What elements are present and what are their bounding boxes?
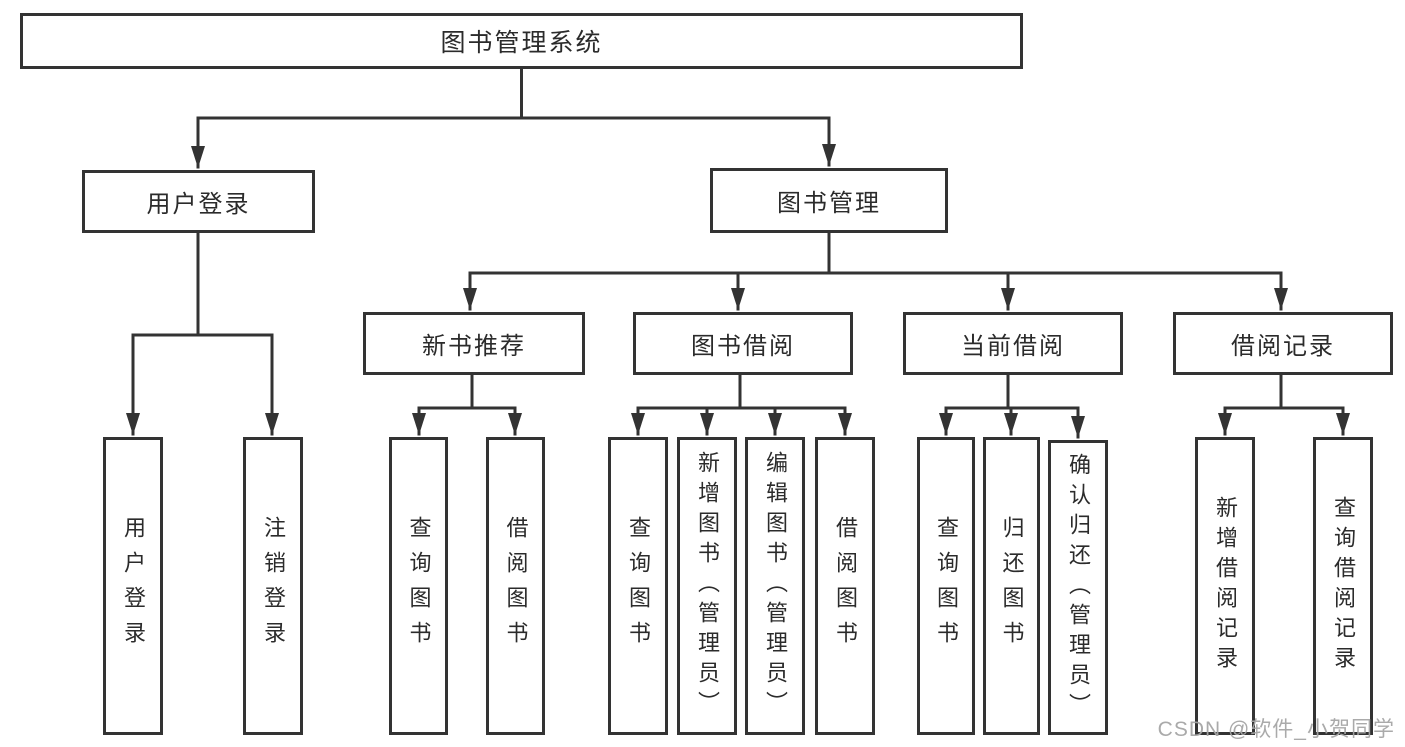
node-current-borrow: 当前借阅 <box>903 312 1123 375</box>
node-label: 查询借阅记录 <box>1331 496 1356 676</box>
node-label: 查询图书 <box>934 516 959 656</box>
node-new-book-recommend: 新书推荐 <box>363 312 585 375</box>
node-user-login: 用户登录 <box>82 170 315 233</box>
leaf-query-books-borrow: 查询图书 <box>608 437 668 735</box>
node-label: 图书借阅 <box>691 333 795 360</box>
leaf-return-books: 归还图书 <box>983 437 1040 735</box>
leaf-borrow-books-recommend: 借阅图书 <box>486 437 545 735</box>
node-label: 查询图书 <box>406 516 432 656</box>
node-book-borrow: 图书借阅 <box>633 312 853 375</box>
node-label: 借阅记录 <box>1231 333 1335 360</box>
leaf-query-borrow-record: 查询借阅记录 <box>1313 437 1373 735</box>
leaf-query-books-current: 查询图书 <box>917 437 975 735</box>
node-label: 用户登录 <box>121 516 146 656</box>
leaf-add-books-admin: 新增图书（管理员） <box>677 437 737 735</box>
node-label: 图书管理系统 <box>440 29 603 57</box>
leaf-confirm-return-admin: 确认归还（管理员） <box>1048 440 1108 735</box>
leaf-edit-books-admin: 编辑图书（管理员） <box>745 437 805 735</box>
node-label: 查询图书 <box>626 516 651 656</box>
node-label: 新书推荐 <box>422 333 526 360</box>
node-label: 编辑图书（管理员） <box>763 451 788 721</box>
node-book-management: 图书管理 <box>710 168 948 233</box>
leaf-borrow-books: 借阅图书 <box>815 437 875 735</box>
leaf-add-borrow-record: 新增借阅记录 <box>1195 437 1255 735</box>
leaf-user-login: 用户登录 <box>103 437 163 735</box>
csdn-watermark: CSDN @软件_小贺同学 <box>1157 718 1395 741</box>
node-label: 图书管理 <box>777 190 881 217</box>
leaf-query-books-recommend: 查询图书 <box>389 437 448 735</box>
node-label: 借阅图书 <box>833 516 858 656</box>
node-root-library-system: 图书管理系统 <box>20 13 1023 69</box>
node-label: 当前借阅 <box>961 333 1065 360</box>
node-label: 归还图书 <box>999 516 1025 656</box>
leaf-logout: 注销登录 <box>243 437 303 735</box>
node-label: 借阅图书 <box>503 516 529 656</box>
node-borrow-records: 借阅记录 <box>1173 312 1393 375</box>
node-label: 用户登录 <box>146 191 251 218</box>
node-label: 注销登录 <box>261 516 286 656</box>
node-label: 新增借阅记录 <box>1213 496 1238 676</box>
node-label: 新增图书（管理员） <box>695 451 720 721</box>
node-label: 确认归还（管理员） <box>1066 452 1091 723</box>
